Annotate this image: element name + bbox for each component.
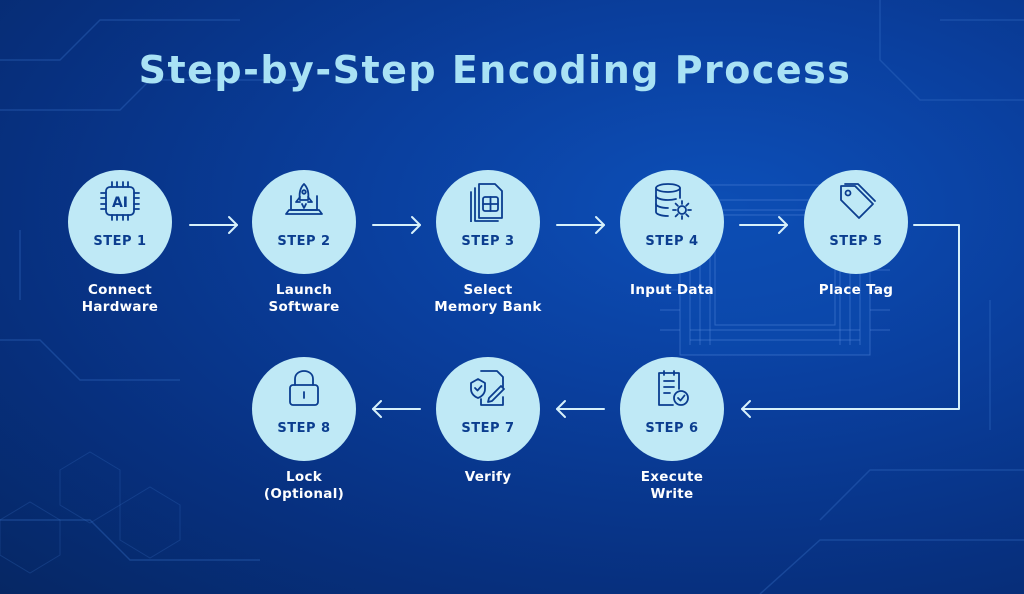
step-5-number: STEP 5 (829, 234, 883, 249)
step-5-circle: STEP 5 (804, 170, 908, 274)
step-8-circle: STEP 8 (252, 357, 356, 461)
arrow-5-6 (741, 224, 960, 418)
step-8-number: STEP 8 (277, 421, 331, 436)
step-4: STEP 4 Input Data (577, 170, 767, 299)
document-check-icon (658, 370, 689, 406)
svg-text:AI: AI (112, 195, 128, 211)
step-8-label: Lock(Optional) (263, 469, 345, 502)
tag-icon (840, 183, 876, 219)
shield-doc-pen-icon (470, 370, 505, 406)
step-4-circle: STEP 4 (620, 170, 724, 274)
step-3-number: STEP 3 (461, 234, 515, 249)
step-6-number: STEP 6 (645, 421, 699, 436)
ai-chip-icon: AI (100, 181, 140, 221)
step-5: STEP 5 Place Tag (761, 170, 951, 299)
database-gear-icon (655, 183, 692, 220)
step-7-circle: STEP 7 (436, 357, 540, 461)
step-5-label: Place Tag (818, 282, 894, 298)
padlock-icon (289, 370, 319, 406)
arrow-6-7 (556, 400, 605, 418)
arrow-7-8 (372, 400, 421, 418)
step-4-label: Input Data (630, 282, 714, 298)
step-1-circle: AI STEP 1 (68, 170, 172, 274)
step-7-number: STEP 7 (461, 421, 515, 436)
step-6-circle: STEP 6 (620, 357, 724, 461)
arrow-1-2 (189, 216, 238, 234)
arrow-3-4 (556, 216, 605, 234)
sim-card-icon (470, 183, 503, 222)
step-8: STEP 8 Lock(Optional) (209, 357, 399, 503)
step-2-circle: STEP 2 (252, 170, 356, 274)
step-3-circle: STEP 3 (436, 170, 540, 274)
step-2-number: STEP 2 (277, 234, 331, 249)
rocket-laptop-icon (285, 183, 323, 215)
arrow-2-3 (372, 216, 421, 234)
step-7-label: Verify (464, 469, 512, 485)
step-4-number: STEP 4 (645, 234, 699, 249)
step-7: STEP 7 Verify (393, 357, 583, 486)
step-1-number: STEP 1 (93, 234, 147, 249)
arrow-4-5 (739, 216, 788, 234)
page-title: Step-by-Step Encoding Process (138, 48, 852, 92)
